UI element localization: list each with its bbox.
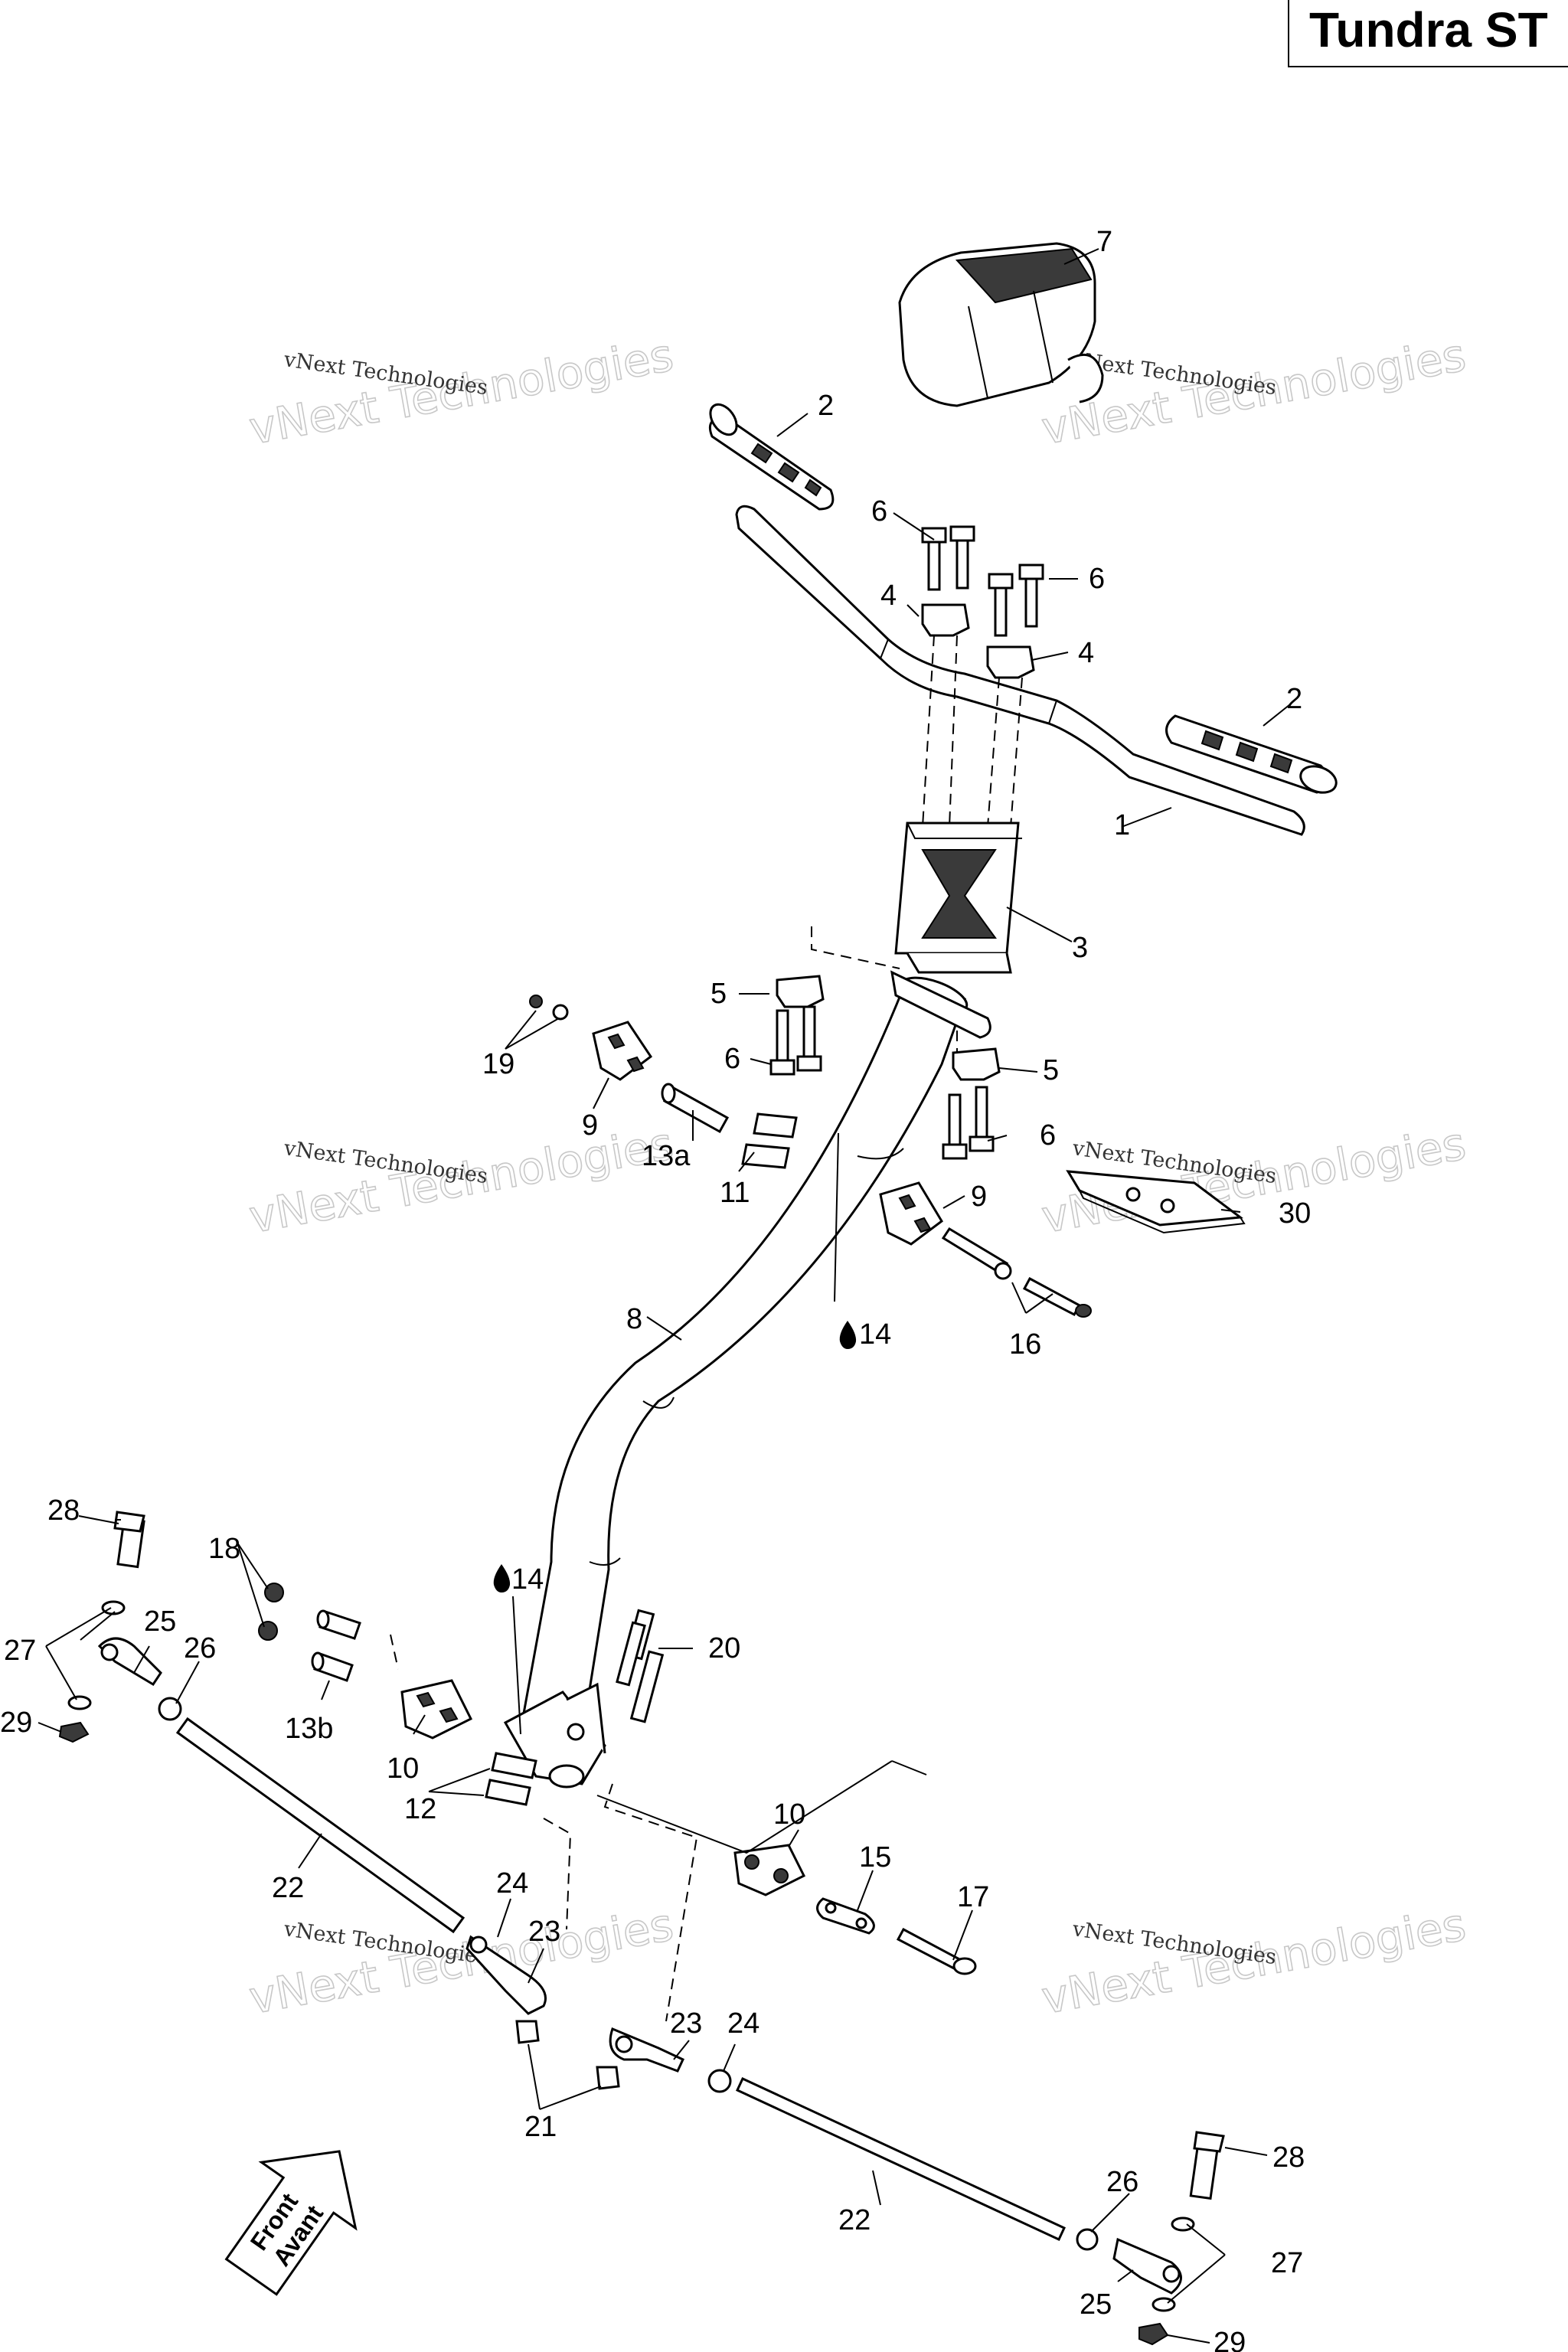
grip-left [708, 403, 835, 511]
oil-drop-icon [493, 1321, 857, 1592]
steering-column [503, 970, 991, 1788]
upper-bushing-set [529, 995, 798, 1169]
callout-20: 20 [708, 1632, 740, 1664]
handlebar-riser [894, 822, 1022, 974]
callout-6-mid-right: 6 [1040, 1119, 1056, 1152]
clamp-caps-upper [921, 603, 1035, 679]
callout-27-left: 27 [4, 1635, 36, 1667]
callout-6-top-left: 6 [871, 495, 887, 528]
title-box: Tundra ST [1288, 0, 1568, 67]
callout-2-right: 2 [1286, 683, 1302, 715]
cover-plate [1066, 1170, 1246, 1234]
callout-15: 15 [859, 1841, 891, 1873]
leader-lines [38, 248, 1291, 2344]
callout-11: 11 [720, 1177, 750, 1209]
callout-24-bottom: 24 [727, 2007, 760, 2040]
front-arrow: Front Avant [224, 2150, 358, 2296]
handlebar-pad [898, 242, 1104, 407]
tie-rod-left [58, 1511, 466, 1934]
callout-30: 30 [1279, 1197, 1311, 1230]
callout-22-left: 22 [272, 1872, 304, 1904]
callout-24-top: 24 [496, 1867, 528, 1900]
callout-26-left: 26 [184, 1632, 216, 1664]
callout-6-top-right: 6 [1089, 563, 1105, 595]
bolts-upper [921, 525, 1044, 637]
alignment-lines [390, 635, 1023, 2022]
callout-13a: 13a [642, 1140, 691, 1172]
handlebar [735, 505, 1305, 836]
callout-21: 21 [524, 2111, 557, 2143]
callout-9-left: 9 [582, 1109, 598, 1142]
callout-13b: 13b [285, 1713, 333, 1745]
pitman-linkage [733, 1844, 977, 1975]
callout-14-lower: 14 [511, 1563, 544, 1596]
callout-5-right: 5 [1043, 1054, 1059, 1086]
callout-8: 8 [626, 1303, 642, 1335]
callout-25-left: 25 [144, 1606, 176, 1638]
lower-clamps [769, 975, 1001, 1160]
callout-18: 18 [208, 1533, 240, 1565]
callout-7: 7 [1096, 226, 1112, 258]
diagram-title: Tundra ST [1309, 2, 1548, 57]
callout-19: 19 [482, 1048, 514, 1080]
callout-28-left: 28 [47, 1494, 80, 1527]
callout-25-right: 25 [1080, 2288, 1112, 2321]
callout-4-right: 4 [1078, 637, 1094, 669]
callout-5-left: 5 [710, 978, 727, 1010]
callout-2-top: 2 [818, 390, 834, 422]
callout-3: 3 [1072, 932, 1088, 964]
callout-6-mid-left: 6 [724, 1043, 740, 1075]
callout-22-right: 22 [838, 2204, 871, 2236]
callout-29-right: 29 [1214, 2327, 1246, 2352]
callout-23-bottom: 23 [670, 2007, 702, 2040]
side-clamp-9 [879, 1181, 1092, 1318]
callout-16: 16 [1009, 1328, 1041, 1361]
grip-right [1165, 714, 1338, 794]
callout-17: 17 [957, 1881, 989, 1913]
callout-28-right: 28 [1272, 2141, 1305, 2174]
callout-12: 12 [404, 1793, 436, 1825]
lower-bushing-set [258, 1583, 665, 1806]
callout-26-right: 26 [1106, 2166, 1138, 2198]
callout-4-left: 4 [880, 580, 897, 612]
callout-29-left: 29 [0, 1707, 32, 1739]
callout-1: 1 [1114, 809, 1130, 841]
callout-23-top: 23 [528, 1916, 560, 1948]
callout-labels: 7 2 6 6 4 4 2 1 3 5 6 5 6 19 9 13a 11 9 … [0, 226, 1311, 2352]
tie-rod-right [707, 2069, 1225, 2346]
callout-10-left: 10 [387, 1753, 419, 1785]
callout-10-right: 10 [773, 1798, 805, 1831]
callout-9-right: 9 [971, 1181, 987, 1213]
callout-27-right: 27 [1271, 2247, 1303, 2279]
callout-14-upper: 14 [859, 1318, 891, 1351]
